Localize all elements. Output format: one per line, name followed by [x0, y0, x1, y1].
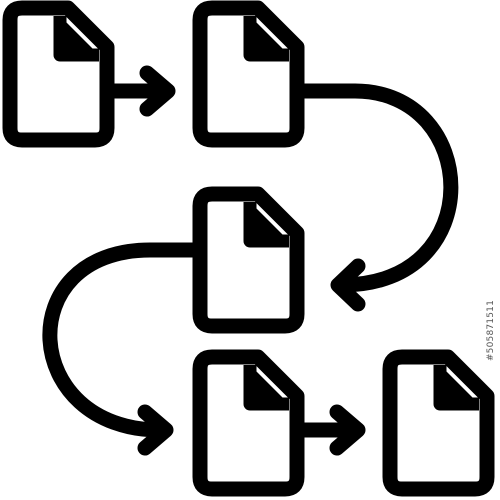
arrow-right-icon-bottom	[289, 404, 366, 456]
stock-id-label: #505871511	[486, 300, 496, 362]
curved-arrow-icon-left	[42, 242, 208, 456]
arrow-right-icon-top	[99, 65, 176, 117]
document-icon-middle	[200, 194, 297, 326]
curved-arrow-icon-right	[289, 83, 459, 312]
document-icon-bottom-left	[200, 357, 297, 489]
document-icon-top-right	[200, 8, 297, 140]
document-icon-top-left	[10, 8, 107, 140]
document-icon-bottom-right	[390, 357, 487, 489]
